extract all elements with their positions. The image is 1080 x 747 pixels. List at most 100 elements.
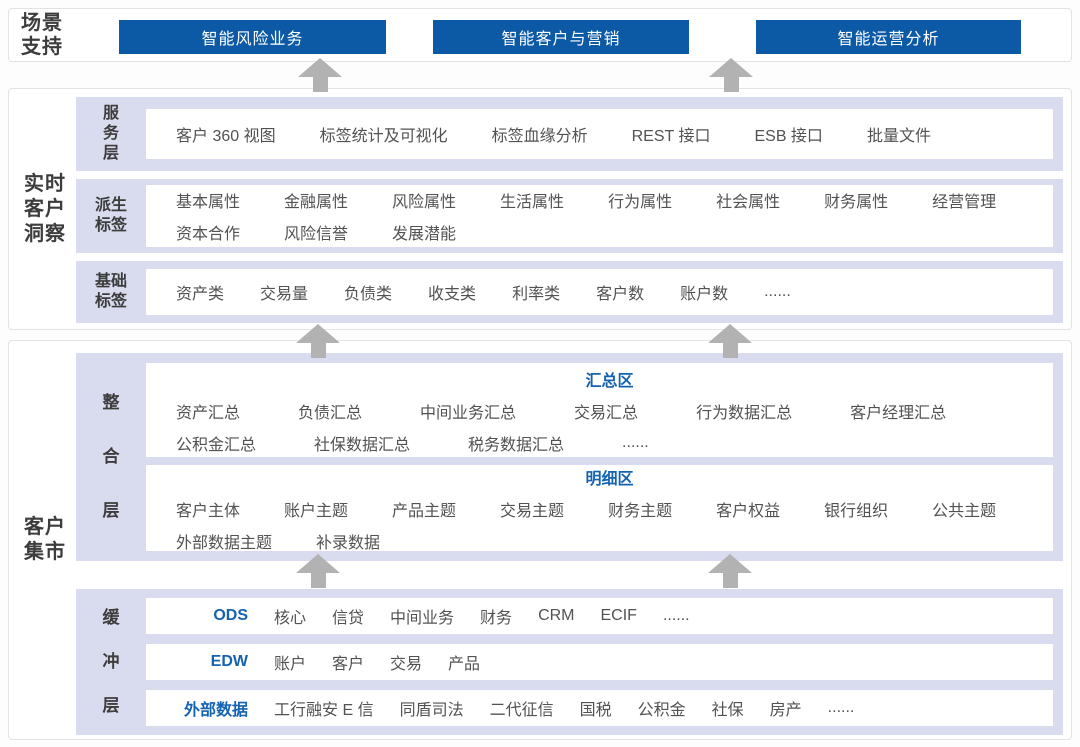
derived-tag-item: 资本合作 [176,226,241,243]
basic-tags-label: 基础标签 [76,261,146,323]
service-item: 批量文件 [866,128,931,145]
derived-tag-item: 发展潜能 [392,226,457,243]
basic-tag-item: 客户数 [596,286,645,303]
service-layer-label: 服务层 [76,97,146,171]
edw-item: 客户 [332,656,365,673]
arrow-up-icon [709,58,753,92]
service-layer-label-line: 层 [102,145,119,162]
arrow-up-icon [298,58,342,92]
external-data-item: 国税 [579,702,612,719]
summary-item: 税务数据汇总 [468,437,565,454]
integration-layer-label-char: 整 [102,393,120,412]
detail-item: 交易主题 [500,503,565,520]
derived-tags-row1: 基本属性金融属性风险属性生活属性行为属性社会属性财务属性经营管理 [176,188,1043,212]
derived-tags-label-line: 标签 [94,217,127,234]
detail-zone-title: 明细区 [585,471,634,488]
summary-row2: 公积金汇总社保数据汇总税务数据汇总...... [176,431,1043,455]
buffer-layer-label: 缓冲层 [76,589,146,735]
derived-tags-panel: 派生标签 基本属性金融属性风险属性生活属性行为属性社会属性财务属性经营管理 资本… [76,179,1063,253]
basic-tags-panel: 基础标签 资产类交易量负债类收支类利率类客户数账户数...... [76,261,1063,323]
derived-tags-row2: 资本合作 风险信誉 发展潜能 [176,220,1043,244]
buffer-layer-label-char: 层 [102,696,120,715]
edw-item: 产品 [448,656,481,673]
ods-item: 核心 [274,610,307,627]
derived-tag-item: 财务属性 [824,194,889,211]
realtime-insight-label-line: 客户 [24,197,66,220]
button-smart-customer-marketing[interactable]: 智能客户与营销 [433,20,689,54]
realtime-insight-label-line: 洞察 [24,222,66,245]
summary-zone: 汇总区 资产汇总负债汇总中间业务汇总交易汇总行为数据汇总客户经理汇总 公积金汇总… [146,363,1053,457]
arrow-up-icon [708,554,752,588]
button-smart-risk-business[interactable]: 智能风险业务 [119,20,386,54]
scene-support-label-line: 支持 [21,36,63,58]
realtime-insight-label: 实时客户洞察 [9,89,81,329]
ods-item: 中间业务 [390,610,455,627]
arrow-up-icon [708,324,752,358]
summary-item: 社保数据汇总 [314,437,411,454]
scene-support-label: 场景支持 [9,9,75,61]
external-data-items: 工行融安 E 信同盾司法二代征信国税公积金社保房产...... [274,696,854,720]
customer-mart-label: 客户集市 [9,341,81,739]
ods-title: ODS [213,607,248,624]
derived-tag-item: 生活属性 [500,194,565,211]
integration-layer-panel: 整合层 汇总区 资产汇总负债汇总中间业务汇总交易汇总行为数据汇总客户经理汇总 公… [76,353,1063,561]
detail-item: 账户主题 [284,503,349,520]
button-smart-operation-analysis[interactable]: 智能运营分析 [756,20,1021,54]
derived-tag-item: 风险信誉 [284,226,349,243]
derived-tag-item: 行为属性 [608,194,673,211]
external-data-title: 外部数据 [183,702,248,719]
detail-item: 客户权益 [716,503,781,520]
external-data-item: 房产 [769,702,802,719]
basic-tag-item: 利率类 [512,286,561,303]
derived-tag-item: 风险属性 [392,194,457,211]
basic-tags-label-line: 基础 [94,273,127,290]
basic-tag-item: 收支类 [428,286,477,303]
external-data-item: 二代征信 [489,702,554,719]
external-data-row: 外部数据 工行融安 E 信同盾司法二代征信国税公积金社保房产...... [146,690,1053,726]
derived-tags-label-line: 派生 [94,197,127,214]
service-item: 标签血缘分析 [491,128,588,145]
integration-layer-label: 整合层 [76,353,146,561]
edw-title: EDW [210,653,248,670]
realtime-insight-label-line: 实时 [24,172,66,195]
summary-item: ...... [622,434,649,451]
basic-tag-item: ...... [764,283,791,300]
derived-tag-item: 社会属性 [716,194,781,211]
detail-item: 补录数据 [316,535,381,552]
summary-item: 行为数据汇总 [696,405,793,422]
service-layer-label-line: 务 [102,125,119,142]
detail-item: 产品主题 [392,503,457,520]
detail-item: 财务主题 [608,503,673,520]
integration-layer-label-char: 合 [102,447,120,466]
basic-tag-item: 账户数 [680,286,729,303]
summary-zone-title: 汇总区 [585,373,634,390]
customer-mart-label-line: 客户 [24,516,66,538]
buffer-layer-label-char: 冲 [102,652,120,671]
detail-row2: 外部数据主题补录数据 [176,529,1043,553]
external-data-item: 工行融安 E 信 [274,702,374,719]
basic-tag-item: 交易量 [260,286,309,303]
derived-tag-item: 经营管理 [932,194,997,211]
service-layer-label-line: 服 [102,105,119,122]
customer-mart-section: 客户集市 整合层 汇总区 资产汇总负债汇总中间业务汇总交易汇总行为数据汇总客户经… [8,340,1072,740]
external-data-item: 同盾司法 [399,702,464,719]
detail-item: 公共主题 [932,503,997,520]
summary-item: 资产汇总 [176,405,241,422]
basic-tags-label-line: 标签 [94,293,127,310]
integration-layer-label-char: 层 [102,501,120,520]
ods-item: ECIF [600,607,637,624]
external-data-item: 公积金 [637,702,686,719]
edw-items: 账户客户交易产品 [274,650,480,674]
derived-tags-label: 派生标签 [76,179,146,253]
summary-item: 中间业务汇总 [420,405,517,422]
ods-item: 财务 [480,610,513,627]
derived-tag-item: 金融属性 [284,194,349,211]
ods-item: CRM [538,607,575,624]
edw-row: EDW 账户客户交易产品 [146,644,1053,680]
